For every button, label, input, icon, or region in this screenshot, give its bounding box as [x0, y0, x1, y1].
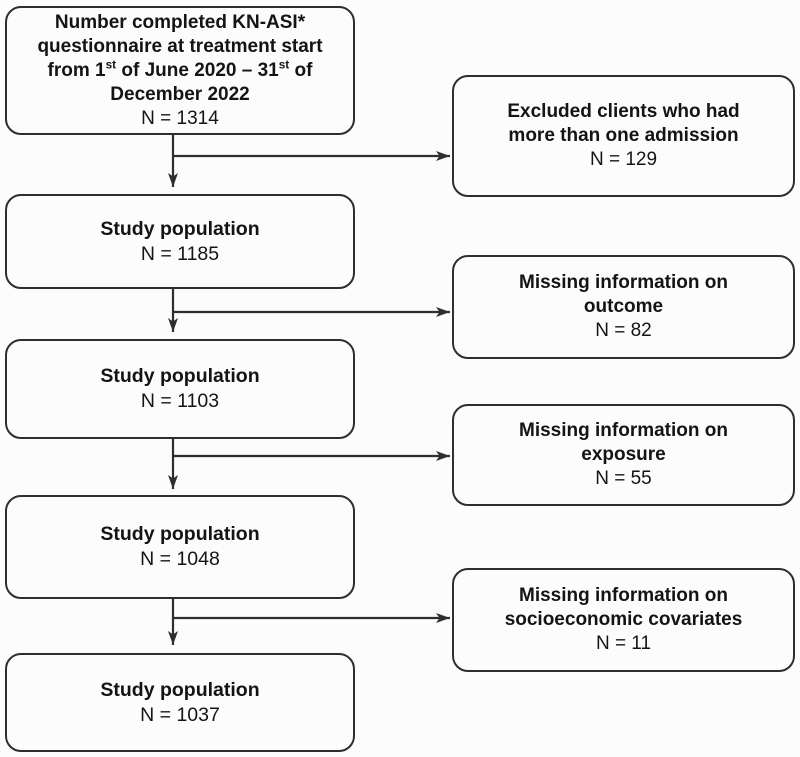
- box-text-line: from 1st of June 2020 – 31st of: [48, 59, 313, 83]
- box-n-count: N = 11: [595, 633, 652, 654]
- box-text-line: questionnaire at treatment start: [37, 35, 323, 57]
- ordinal-superscript: st: [278, 58, 290, 72]
- box-n-count: N = 1037: [140, 703, 220, 726]
- box-title: Study population: [100, 523, 260, 545]
- flow-box-missing-exposure: Missing information on exposure N = 55: [452, 404, 795, 506]
- box-title: Study population: [100, 678, 260, 701]
- box-text-line: exposure: [581, 444, 666, 465]
- box-title: Study population: [100, 365, 260, 387]
- box-text-line: outcome: [583, 296, 664, 317]
- box-text-line: more than one admission: [508, 125, 739, 146]
- box-n-count: N = 1048: [140, 548, 220, 570]
- box-text-line: Missing information on: [519, 272, 728, 293]
- box-n-count: N = 1314: [141, 107, 219, 129]
- box-text-line: Excluded clients who had: [507, 101, 740, 122]
- box-text-line: socioeconomic covariates: [504, 609, 743, 630]
- date-range-text: of June 2020 – 31: [116, 59, 279, 81]
- flow-box-excluded-multiple-admissions: Excluded clients who had more than one a…: [452, 75, 795, 197]
- box-text-line: Missing information on: [519, 420, 728, 441]
- flow-box-study-population-1185: Study population N = 1185: [5, 194, 355, 289]
- box-n-count: N = 129: [589, 149, 658, 170]
- flow-box-kn-asi-questionnaire: Number completed KN-ASI* questionnaire a…: [5, 6, 355, 135]
- date-range-text: of: [289, 59, 313, 81]
- box-n-count: N = 1185: [140, 242, 220, 265]
- flow-box-study-population-1048: Study population N = 1048: [5, 495, 355, 599]
- box-title: Study population: [100, 217, 260, 240]
- box-text-line: December 2022: [110, 83, 250, 105]
- box-text-line: Number completed KN-ASI*: [54, 11, 306, 33]
- box-n-count: N = 82: [595, 320, 652, 341]
- ordinal-superscript: st: [105, 58, 117, 72]
- flow-box-study-population-1103: Study population N = 1103: [5, 339, 355, 439]
- box-n-count: N = 55: [595, 468, 652, 489]
- flow-box-missing-outcome: Missing information on outcome N = 82: [452, 255, 795, 359]
- box-n-count: N = 1103: [140, 390, 220, 412]
- flow-box-missing-socioeconomic-covariates: Missing information on socioeconomic cov…: [452, 568, 795, 672]
- box-text-line: Missing information on: [519, 585, 728, 606]
- flow-box-study-population-1037: Study population N = 1037: [5, 653, 355, 752]
- date-range-text: from 1: [47, 59, 106, 81]
